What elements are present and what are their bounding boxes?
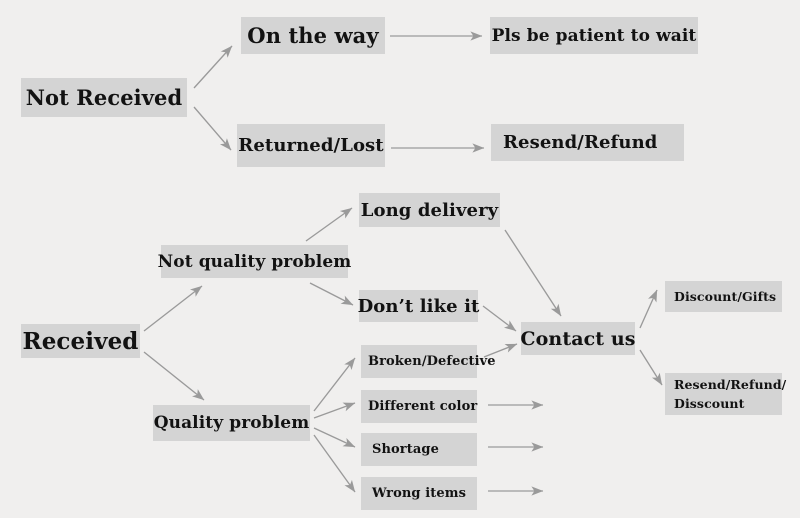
edge-quality-broken: [313, 357, 356, 412]
node-label: Contact us: [520, 327, 636, 350]
edge-quality-shortage: [313, 427, 356, 448]
node-label: Resend/Refund: [503, 132, 658, 153]
node-not-quality-problem[interactable]: Not quality problem: [158, 245, 351, 278]
edge-notreceived-ontheway: [193, 45, 233, 89]
node-label: Long delivery: [360, 199, 499, 221]
edge-quality-wrongitems: [313, 434, 356, 493]
edge-longdelivery-contactus: [504, 229, 562, 317]
node-shortage[interactable]: Shortage: [361, 433, 477, 466]
node-label: Shortage: [372, 442, 439, 457]
edge-quality-diffcolor: [313, 402, 356, 419]
node-label: Pls be patient to wait: [491, 25, 697, 46]
node-label: Returned/Lost: [238, 135, 384, 156]
node-label: Don’t like it: [357, 295, 480, 317]
edge-notquality-dontlike: [309, 282, 354, 306]
node-long-delivery[interactable]: Long delivery: [359, 193, 500, 227]
node-label: Not quality problem: [157, 251, 352, 272]
node-pls-be-patient-to-wait[interactable]: Pls be patient to wait: [490, 17, 698, 54]
edge-notreceived-returnedlost: [193, 106, 232, 151]
node-broken-defective[interactable]: Broken/Defective: [361, 345, 496, 378]
edge-notquality-longdelivery: [305, 207, 353, 242]
node-label: Received: [22, 327, 139, 355]
node-label: Broken/Defective: [368, 354, 496, 369]
node-received[interactable]: Received: [21, 324, 140, 358]
node-label: Different color: [368, 399, 478, 414]
edge-received-notquality: [143, 285, 203, 332]
node-label: Wrong items: [372, 486, 466, 501]
node-quality-problem[interactable]: Quality problem: [153, 405, 310, 441]
node-resend-refund-discount[interactable]: Resend/Refund/ Disscount: [665, 373, 787, 415]
node-label: Discount/Gifts: [674, 289, 777, 304]
node-label-line-2: Disscount: [674, 396, 745, 412]
edge-received-quality: [143, 351, 205, 401]
node-different-color[interactable]: Different color: [361, 390, 477, 423]
node-discount-gifts[interactable]: Discount/Gifts: [665, 281, 782, 312]
node-label: Not Received: [25, 85, 183, 110]
node-label: On the way: [247, 23, 379, 48]
node-not-received[interactable]: Not Received: [21, 78, 187, 117]
node-contact-us[interactable]: Contact us: [520, 322, 636, 355]
edge-dontlike-contactus: [482, 305, 517, 332]
node-wrong-items[interactable]: Wrong items: [361, 477, 477, 510]
node-on-the-way[interactable]: On the way: [241, 17, 385, 54]
edge-contactus-discountgifts: [639, 289, 658, 329]
node-label: Quality problem: [153, 413, 310, 433]
node-dont-like-it[interactable]: Don’t like it: [357, 290, 480, 322]
node-label-line-1: Resend/Refund/: [674, 377, 787, 392]
edge-contactus-resenddiscount: [639, 349, 663, 386]
node-returned-lost[interactable]: Returned/Lost: [237, 124, 385, 167]
node-resend-refund[interactable]: Resend/Refund: [491, 124, 684, 161]
